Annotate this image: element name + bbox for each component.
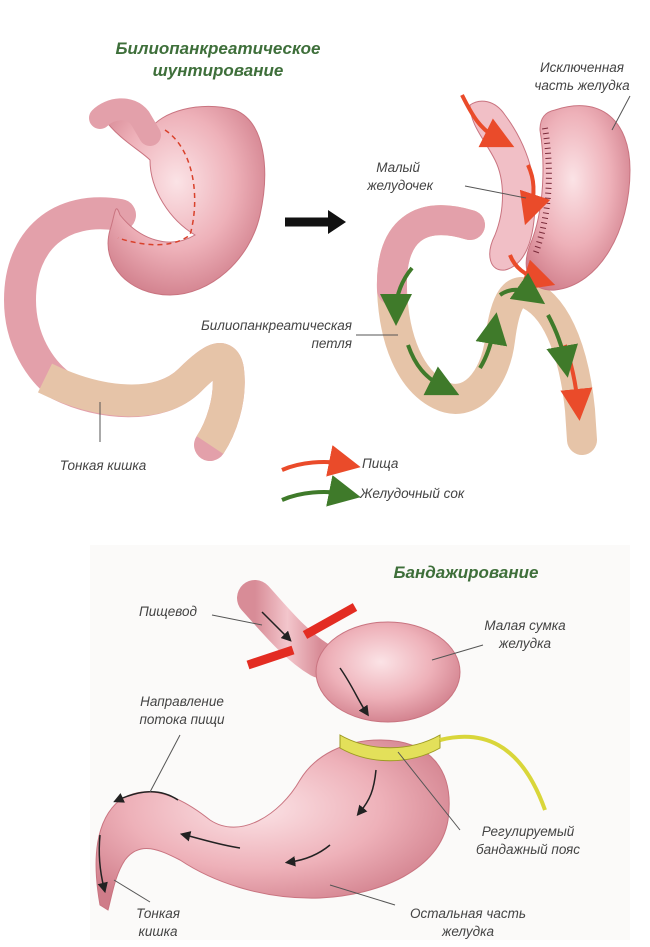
label-pouch-l1: Малая сумка: [484, 618, 566, 633]
flow-arrow-7: [97, 834, 108, 894]
legend-food-label: Пища: [362, 456, 399, 471]
red-bar-2: [246, 645, 295, 670]
legend-juice-label: Желудочный сок: [359, 486, 465, 501]
legend: Пища Желудочный сок: [281, 445, 465, 507]
juice-arrow-4: [498, 272, 546, 305]
top-title-line1: Билиопанкреатическое: [116, 39, 321, 58]
flow-arrow-2: [339, 667, 369, 717]
label-band-l2: бандажный пояс: [476, 842, 580, 857]
label-direction-l2: потока пищи: [139, 712, 225, 727]
label-intestine-l1: Тонкая: [136, 906, 180, 921]
band-tube: [439, 734, 547, 811]
legend-food-arrow: [281, 445, 361, 477]
label-esophagus: Пищевод: [139, 604, 198, 619]
red-bar-1: [302, 603, 358, 639]
stomach-body: [104, 106, 266, 296]
original-stomach: [3, 98, 266, 461]
juice-arrow-3: [475, 312, 508, 370]
label-bilio-l2: петля: [311, 336, 352, 351]
excluded-stomach: [525, 105, 631, 291]
flow-arrow-6: [113, 791, 179, 803]
adjustable-band: [339, 734, 441, 762]
flow-arrow-5: [179, 831, 241, 849]
banding-pouch: [315, 621, 461, 723]
label-pouch-l2: желудка: [498, 636, 551, 651]
juice-arrow-5: [546, 314, 578, 378]
leader-small: [464, 185, 527, 199]
label-band-l1: Регулируемый: [482, 824, 575, 839]
leader-direction: [149, 734, 181, 793]
banded-stomach: [95, 580, 547, 911]
label-bilio-l1: Билиопанкреатическая: [201, 318, 352, 333]
esophagus: [89, 98, 161, 146]
bottom-title: Бандажирование: [394, 563, 539, 582]
small-intestine: [37, 343, 245, 454]
flow-arrow-4: [284, 844, 331, 867]
juice-arrow-1: [380, 266, 414, 326]
label-excluded-l2: часть желудка: [534, 78, 630, 93]
label-excluded-l1: Исключенная: [540, 60, 624, 75]
label-small-l2: желудочек: [366, 178, 433, 193]
leader-excluded: [611, 95, 631, 131]
label-rest-l2: желудка: [441, 924, 494, 939]
label-rest-l1: Остальная часть: [410, 906, 526, 921]
leader-intestine-bottom: [113, 879, 151, 903]
juice-arrow-2: [406, 344, 460, 396]
label-small-l1: Малый: [376, 160, 420, 175]
bypass-stomach: [376, 94, 631, 455]
leader-band: [397, 751, 461, 831]
duodenum-stump: [376, 205, 485, 305]
flow-arrow-3: [356, 769, 377, 817]
leader-rest: [329, 884, 396, 906]
cut-line: [117, 129, 196, 246]
label-intestine-l2: кишка: [139, 924, 178, 939]
label-direction-l1: Направление: [140, 694, 224, 709]
top-title-line2: шунтирование: [153, 61, 284, 80]
label-small-intestine: Тонкая кишка: [60, 458, 147, 473]
leader-pouch: [431, 644, 484, 661]
transition-arrow-head: [328, 210, 346, 234]
food-arrow-2: [519, 164, 551, 226]
food-arrow-1: [460, 94, 515, 148]
legend-juice-arrow: [281, 475, 361, 507]
flow-arrow-1: [261, 611, 292, 642]
leader-esophagus: [211, 614, 263, 626]
